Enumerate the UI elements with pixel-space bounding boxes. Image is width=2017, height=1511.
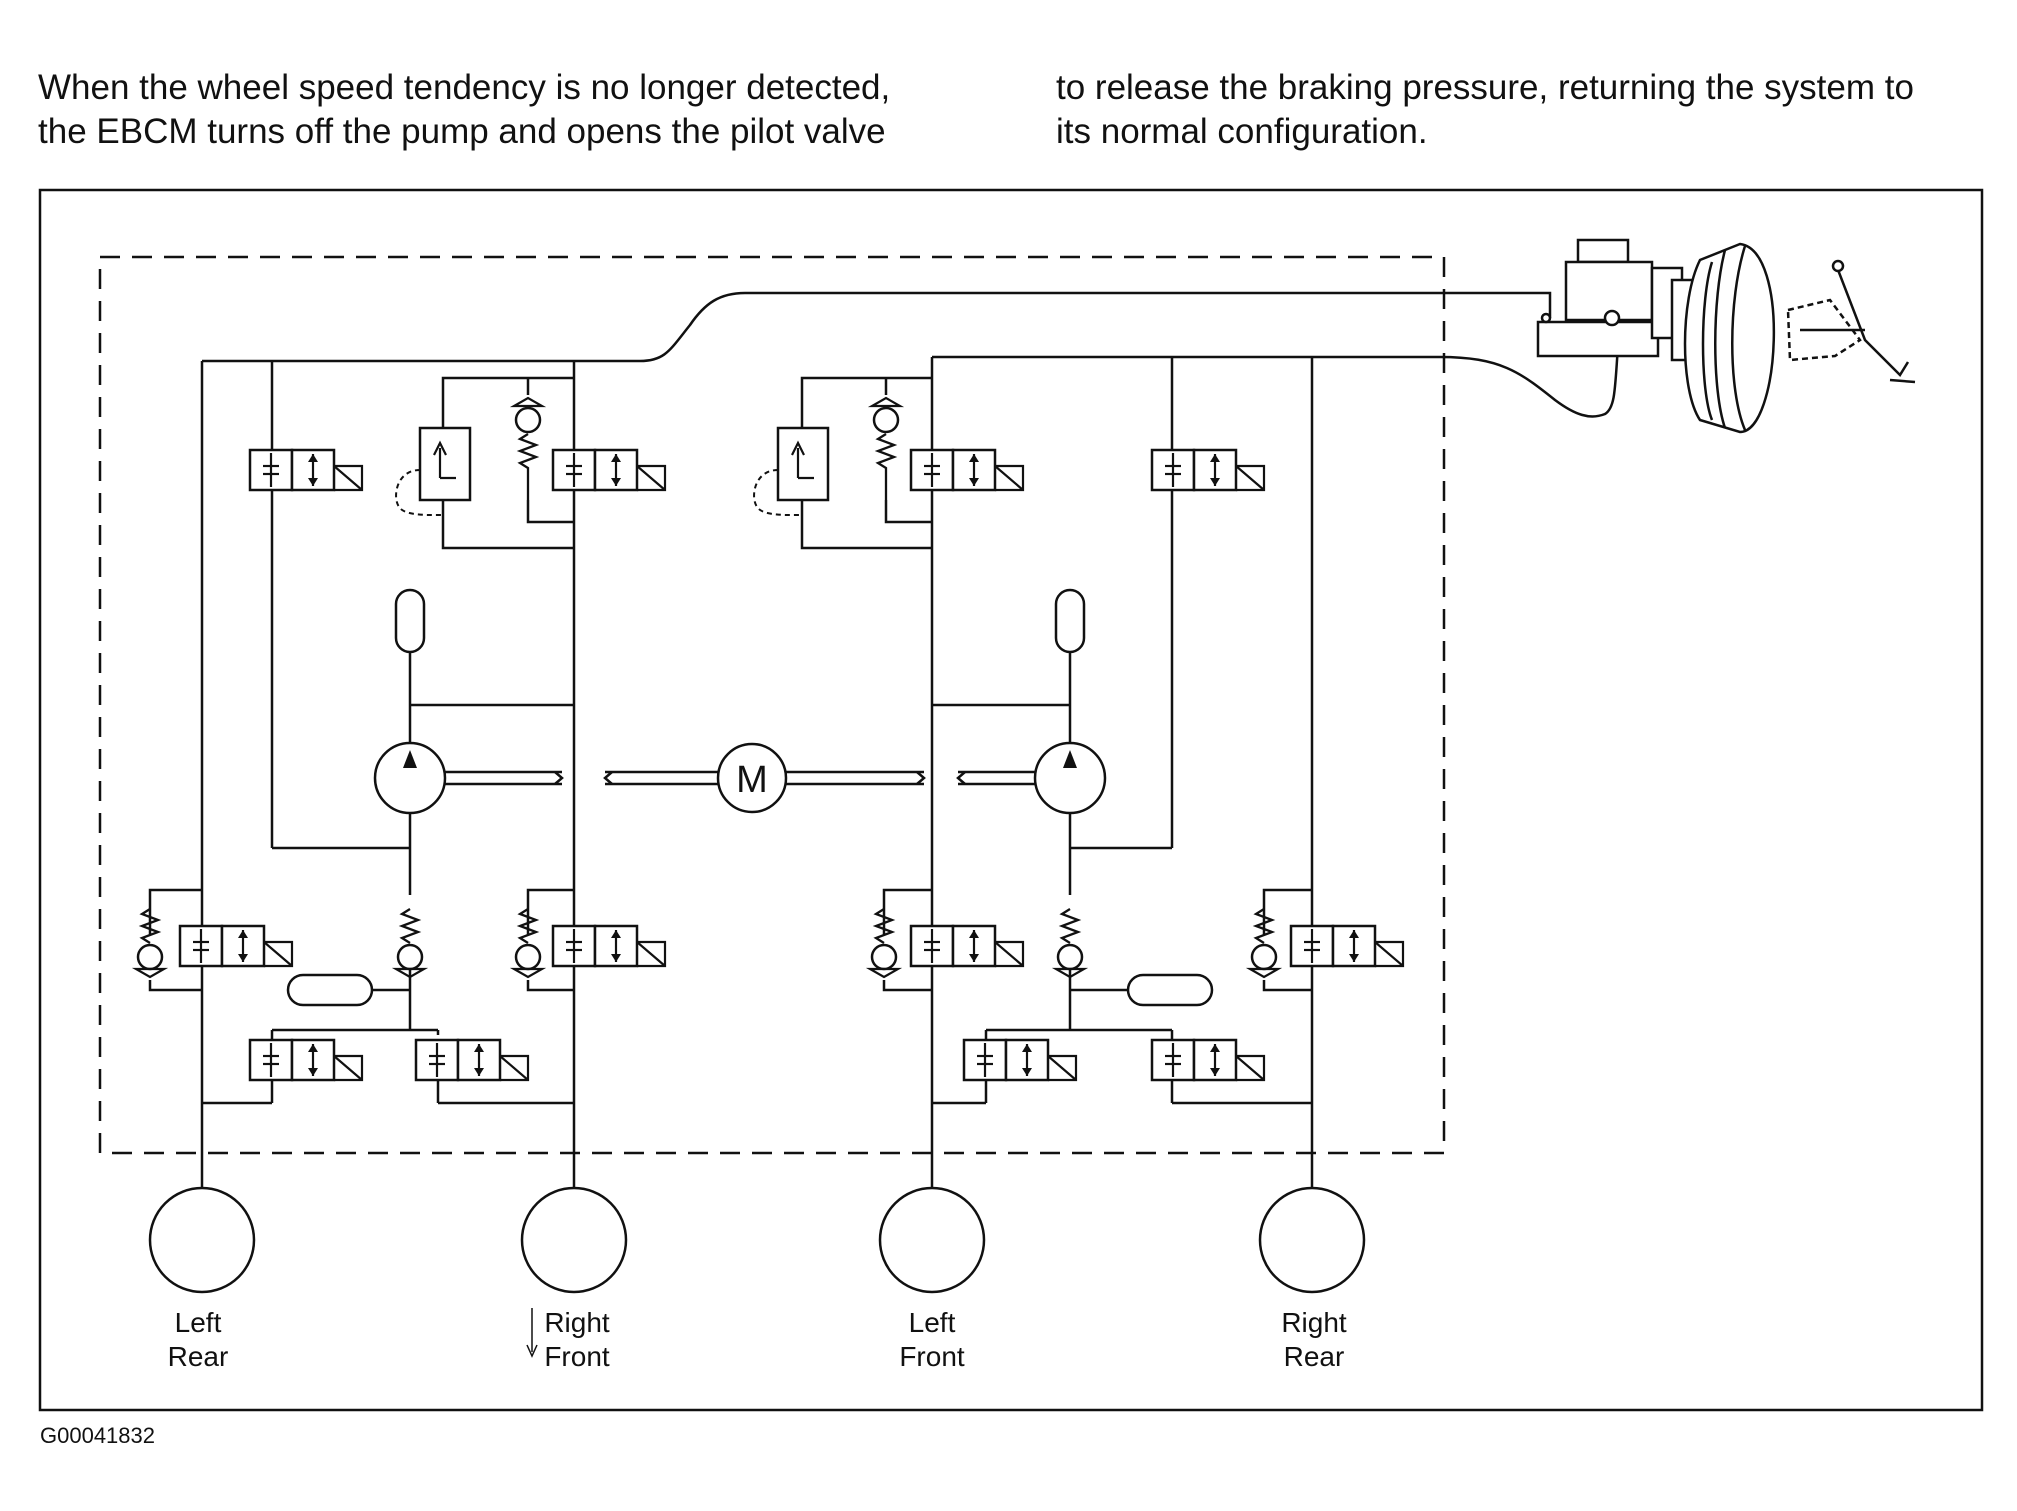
indicator-arrow-icon	[526, 1308, 538, 1358]
solenoid-valve	[1289, 924, 1405, 968]
wheel-right-rear	[1258, 1186, 1366, 1294]
solenoid-valve	[962, 1038, 1078, 1082]
pilot-valve-left	[395, 426, 472, 517]
solenoid-valve	[1150, 448, 1266, 492]
drive-shafts	[445, 770, 1035, 786]
wheel-label: Rear	[168, 1341, 229, 1372]
pump-motor: M	[716, 742, 788, 814]
right-circuit-lines	[800, 344, 1620, 1190]
diagram-frame	[38, 188, 1984, 1412]
low-pressure-accumulator	[1126, 973, 1214, 1007]
solenoid-valve	[414, 1038, 530, 1082]
spring-check-valve	[394, 907, 426, 979]
solenoid-valve	[248, 1038, 364, 1082]
master-cylinder	[1536, 238, 1684, 358]
wheel-label: Right	[544, 1307, 610, 1338]
solenoid-valve	[1150, 1038, 1266, 1082]
relief-check-right	[867, 396, 905, 500]
modulator-boundary	[98, 255, 1446, 1155]
pilot-valve-right	[753, 426, 830, 517]
accumulator	[1054, 588, 1086, 654]
pump-left	[373, 741, 447, 815]
solenoid-valve	[551, 924, 667, 968]
wheel-label: Left	[909, 1307, 956, 1338]
solenoid-valve	[248, 448, 364, 492]
wheel-label: Left	[175, 1307, 222, 1338]
pump-right	[1033, 741, 1107, 815]
wheel-right-front	[520, 1186, 628, 1294]
solenoid-valve	[178, 924, 294, 968]
wheel-label: Right	[1281, 1307, 1347, 1338]
solenoid-valve	[551, 448, 667, 492]
brake-booster	[1670, 242, 1916, 434]
left-circuit-lines	[148, 291, 1552, 1190]
wheel-label: Front	[544, 1341, 610, 1372]
relief-check-left	[509, 396, 547, 500]
wheel-label: Rear	[1284, 1341, 1345, 1372]
intro-text-left: When the wheel speed tendency is no long…	[38, 68, 891, 151]
accumulator	[394, 588, 426, 654]
solenoid-valve	[909, 448, 1025, 492]
svg-text:M: M	[736, 759, 768, 801]
solenoid-valve	[909, 924, 1025, 968]
spring-check-valve	[1054, 907, 1086, 979]
intro-text-right: to release the braking pressure, returni…	[1056, 68, 1914, 151]
wheel-left-rear	[148, 1186, 256, 1294]
wheel-label: Front	[899, 1341, 965, 1372]
figure-id: G00041832	[40, 1423, 155, 1448]
low-pressure-accumulator	[286, 973, 374, 1007]
wheel-left-front	[878, 1186, 986, 1294]
